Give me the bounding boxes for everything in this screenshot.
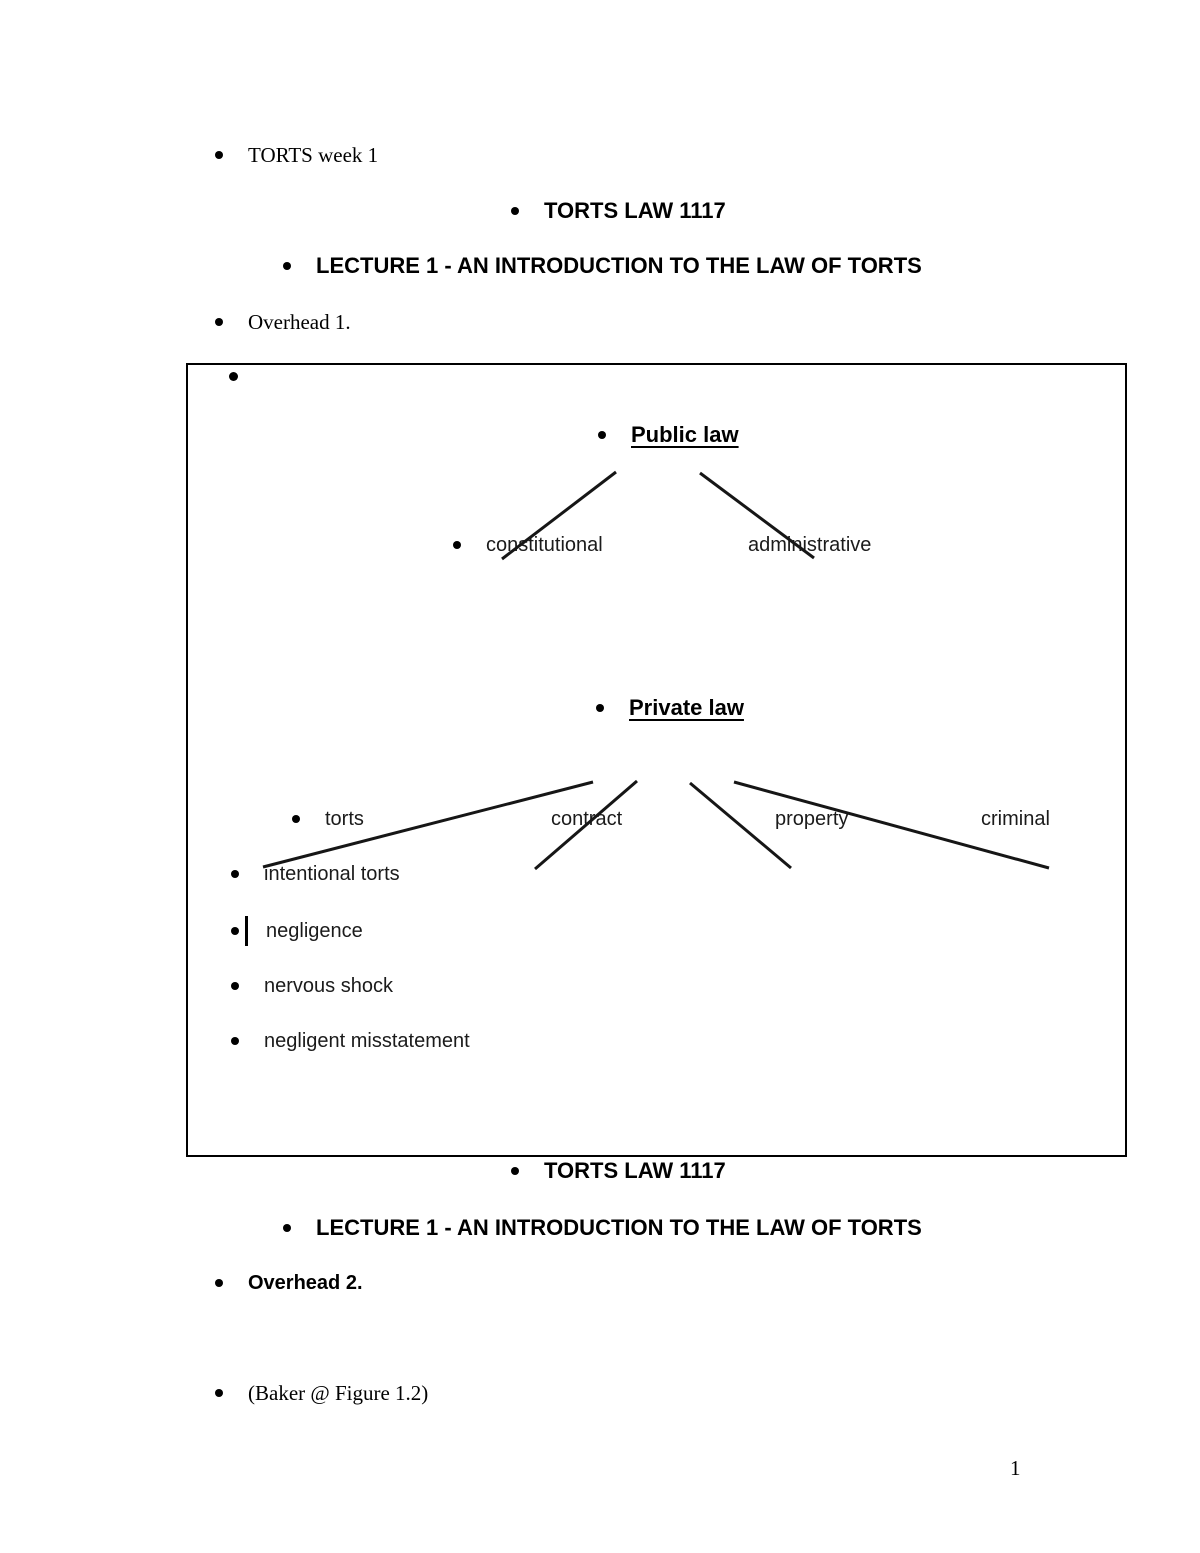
bullet-icon xyxy=(215,151,223,159)
intentional-torts-label[interactable]: intentional torts xyxy=(264,862,400,885)
lecture-title[interactable]: LECTURE 1 - AN INTRODUCTION TO THE LAW O… xyxy=(316,1215,922,1240)
bullet-icon xyxy=(283,262,291,270)
node-public-law: Public law xyxy=(598,421,739,449)
bullet-icon xyxy=(511,207,519,215)
list-item-course-title: TORTS LAW 1117 xyxy=(511,197,726,225)
course-title[interactable]: TORTS LAW 1117 xyxy=(544,198,726,223)
list-item-negligence: negligence xyxy=(231,916,363,946)
public-law-label[interactable]: Public law xyxy=(631,422,739,447)
list-item-lecture-title-2: LECTURE 1 - AN INTRODUCTION TO THE LAW O… xyxy=(283,1214,922,1242)
list-item-course-title-2: TORTS LAW 1117 xyxy=(511,1157,726,1185)
negligence-label[interactable]: negligence xyxy=(266,919,363,942)
torts-label[interactable]: torts xyxy=(325,807,364,830)
overhead-1-label[interactable]: Overhead 1. xyxy=(248,309,351,334)
node-administrative[interactable]: administrative xyxy=(748,533,872,556)
node-torts: torts xyxy=(292,805,364,833)
course-title[interactable]: TORTS LAW 1117 xyxy=(544,1158,726,1183)
list-item-week: TORTS week 1 xyxy=(215,141,378,169)
bullet-icon xyxy=(596,704,604,712)
bullet-icon xyxy=(598,431,606,439)
negligent-misstatement-label[interactable]: negligent misstatement xyxy=(264,1029,470,1052)
bullet-icon xyxy=(231,870,239,878)
node-property[interactable]: property xyxy=(775,807,849,830)
list-item-overhead-2: Overhead 2. xyxy=(215,1269,363,1297)
bullet-icon xyxy=(215,1389,223,1397)
bullet-icon xyxy=(215,318,223,326)
bullet-icon xyxy=(292,815,300,823)
list-item-overhead-1: Overhead 1. xyxy=(215,308,351,336)
constitutional-label[interactable]: constitutional xyxy=(486,533,603,556)
bullet-icon xyxy=(453,541,461,549)
list-item-intentional-torts: intentional torts xyxy=(231,860,400,888)
nervous-shock-label[interactable]: nervous shock xyxy=(264,974,393,997)
text-caret xyxy=(245,916,248,946)
node-contract[interactable]: contract xyxy=(551,807,623,830)
page-number: 1 xyxy=(1010,1455,1021,1480)
diagram-frame xyxy=(186,363,1127,1157)
private-law-label[interactable]: Private law xyxy=(629,695,744,720)
bullet-icon xyxy=(511,1167,519,1175)
list-item-nervous-shock: nervous shock xyxy=(231,972,393,1000)
bullet-icon xyxy=(231,927,239,935)
bullet-icon xyxy=(229,372,238,381)
node-private-law: Private law xyxy=(596,694,744,722)
list-item-negligent-misstatement: negligent misstatement xyxy=(231,1027,470,1055)
bullet-icon xyxy=(231,1037,239,1045)
node-criminal[interactable]: criminal xyxy=(981,807,1050,830)
lecture-title[interactable]: LECTURE 1 - AN INTRODUCTION TO THE LAW O… xyxy=(316,253,922,278)
overhead-2-label[interactable]: Overhead 2. xyxy=(248,1271,363,1294)
bullet-icon xyxy=(231,982,239,990)
node-constitutional: constitutional xyxy=(453,531,603,559)
list-item-reference: (Baker @ Figure 1.2) xyxy=(215,1379,428,1407)
list-item-lecture-title: LECTURE 1 - AN INTRODUCTION TO THE LAW O… xyxy=(283,252,922,280)
week-label[interactable]: TORTS week 1 xyxy=(248,142,379,167)
bullet-icon xyxy=(283,1224,291,1232)
reference-label[interactable]: (Baker @ Figure 1.2) xyxy=(248,1380,429,1405)
bullet-icon xyxy=(215,1279,223,1287)
